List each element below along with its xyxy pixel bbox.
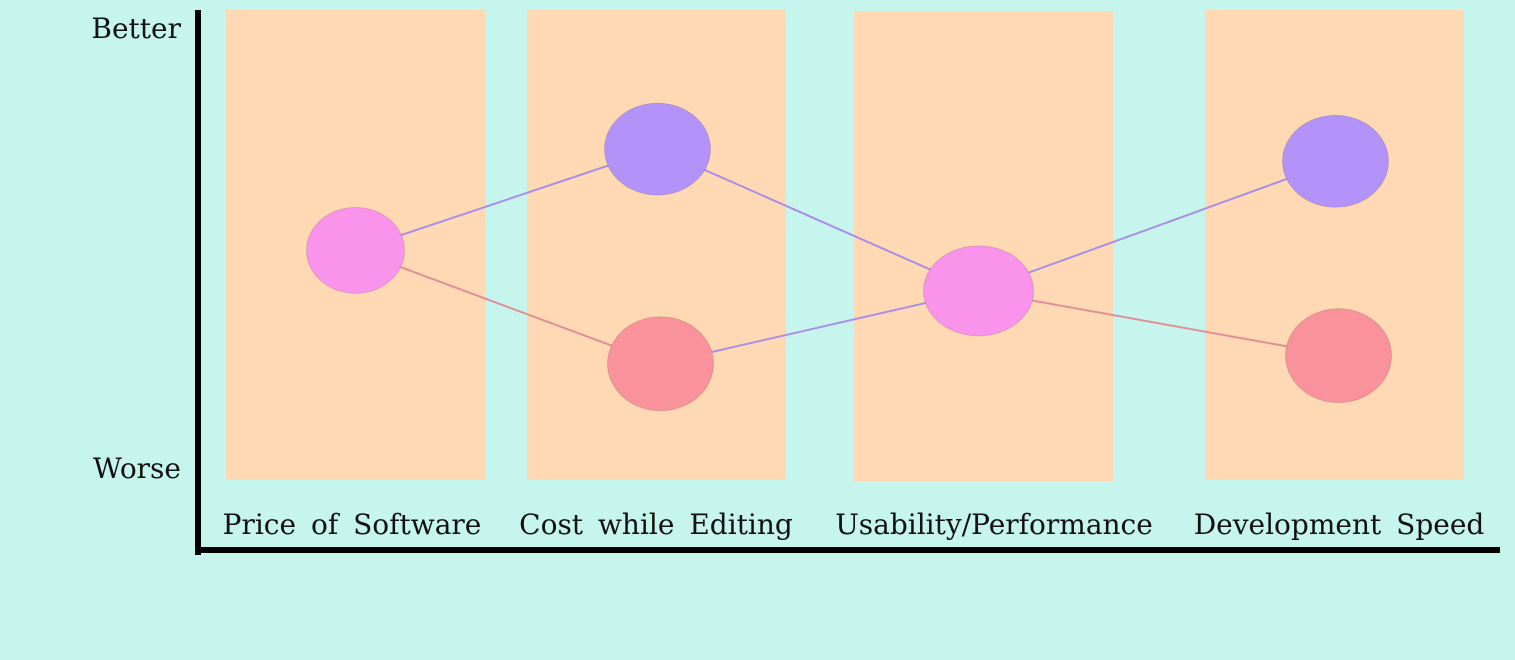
category-label-speed: Development Speed [1194, 508, 1485, 541]
node-cost-worse [607, 316, 714, 412]
node-speed-better [1282, 114, 1389, 208]
connector-lines [355, 148, 1339, 365]
connector-price-shared-to-cost-better [355, 148, 658, 252]
category-column-speed [1205, 10, 1464, 480]
connector-price-shared-to-cost-worse [355, 249, 661, 365]
axis-label-better: Better [91, 12, 181, 45]
connector-usability-shared-to-speed-worse [978, 289, 1339, 357]
rating-nodes [306, 102, 1392, 412]
category-label-price: Price of Software [223, 508, 482, 541]
node-speed-worse [1285, 308, 1392, 404]
axis-label-worse: Worse [93, 452, 181, 485]
node-usability-shared [923, 245, 1034, 337]
category-column-usability [854, 11, 1113, 481]
node-price-shared [306, 206, 405, 294]
category-label-cost: Cost while Editing [519, 508, 793, 541]
connector-cost-better-to-usability-shared [657, 148, 979, 292]
category-label-usability: Usability/Performance [835, 508, 1153, 541]
connector-usability-shared-to-speed-better [978, 160, 1336, 292]
node-cost-better [604, 102, 711, 196]
connector-cost-worse-to-usability-shared [660, 289, 979, 365]
